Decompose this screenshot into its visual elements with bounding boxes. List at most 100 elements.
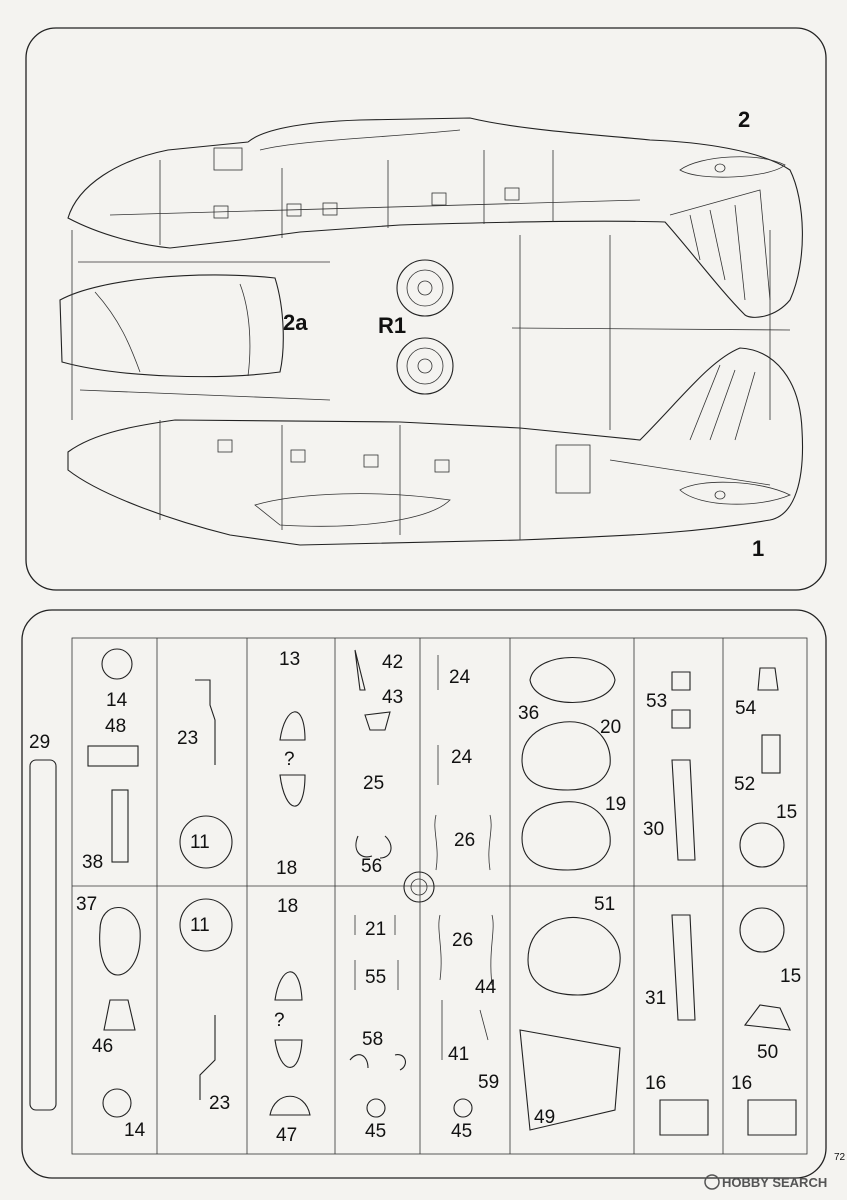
part-14-ring xyxy=(101,648,133,680)
label-55: 55 xyxy=(365,967,386,988)
label-16: 16 xyxy=(645,1073,666,1094)
part-53-seats xyxy=(671,671,691,729)
part-45-wheel xyxy=(366,1098,386,1118)
part-43 xyxy=(364,711,391,731)
label-24: 24 xyxy=(449,667,471,688)
part-49-floor xyxy=(519,1029,621,1131)
label-15: 15 xyxy=(776,802,797,823)
part-23-strut-b xyxy=(199,1015,216,1100)
label-26: 26 xyxy=(454,830,475,851)
lower-sprue: 13 14 48 29 23 ? 42 43 24 36 20 53 54 25… xyxy=(21,609,827,1179)
part-56 xyxy=(355,835,392,859)
cowl-half xyxy=(59,230,331,420)
label-29: 29 xyxy=(29,732,50,753)
sprue-gate xyxy=(403,871,435,903)
label-23-b: 23 xyxy=(209,1093,230,1114)
watermark-logo-icon xyxy=(704,1174,720,1190)
part-48-panel xyxy=(87,745,139,767)
part-24-26-rods xyxy=(434,655,492,871)
label-47: 47 xyxy=(276,1125,297,1146)
part-23-strut xyxy=(195,679,216,765)
label-53: 53 xyxy=(646,691,667,712)
label-cowl-half: 2a xyxy=(283,310,308,335)
label-14: 14 xyxy=(106,690,128,711)
label-45: 45 xyxy=(365,1121,386,1142)
label-20: 20 xyxy=(600,717,621,738)
label-43: 43 xyxy=(382,687,403,708)
part-54 xyxy=(757,667,779,691)
label-48: 48 xyxy=(105,716,126,737)
label-question-b: ? xyxy=(274,1010,285,1031)
label-30: 30 xyxy=(643,819,664,840)
part-canopy-b xyxy=(279,774,306,807)
part-30-strip xyxy=(671,759,696,861)
upper-sprue: 2 2a R1 xyxy=(25,27,827,591)
label-49: 49 xyxy=(534,1107,555,1128)
part-15-disk xyxy=(739,822,785,868)
label-54: 54 xyxy=(735,698,757,719)
label-24-b: 24 xyxy=(451,747,473,768)
part-47-dome xyxy=(269,1095,311,1116)
lower-sprue-frame xyxy=(21,609,827,1179)
part-41-44 xyxy=(441,1000,489,1060)
part-11-wheel-b xyxy=(179,898,233,952)
label-58: 58 xyxy=(362,1029,383,1050)
label-36: 36 xyxy=(518,703,539,724)
part-29-bar xyxy=(29,759,57,1111)
label-56: 56 xyxy=(361,856,382,877)
label-37: 37 xyxy=(76,894,97,915)
fuselage-half-left xyxy=(67,347,804,546)
part-11-wheel xyxy=(179,815,233,869)
label-26-b: 26 xyxy=(452,930,473,951)
part-38-strip xyxy=(111,789,129,863)
part-52-panel xyxy=(761,734,781,774)
label-50: 50 xyxy=(757,1042,778,1063)
label-11-b: 11 xyxy=(190,915,210,936)
label-engine-pair: R1 xyxy=(378,313,406,338)
watermark: HOBBY SEARCH xyxy=(704,1174,827,1190)
label-44: 44 xyxy=(475,977,497,998)
fuselage-half-right xyxy=(67,117,803,318)
label-fuselage-left: 1 xyxy=(752,536,764,561)
runner-columns xyxy=(156,638,724,1154)
part-50 xyxy=(743,1004,791,1031)
part-37-seat xyxy=(99,906,141,976)
label-14-b: 14 xyxy=(124,1120,146,1141)
part-51-panel xyxy=(527,916,621,996)
label-23: 23 xyxy=(177,728,198,749)
label-18: 18 xyxy=(276,858,297,879)
label-21: 21 xyxy=(365,919,386,940)
page-number: 72 xyxy=(834,1152,846,1163)
label-59: 59 xyxy=(478,1072,499,1093)
label-31: 31 xyxy=(645,988,666,1009)
part-16-block-b xyxy=(747,1099,797,1136)
label-13: 13 xyxy=(279,649,300,670)
part-canopy-d xyxy=(274,1039,303,1068)
part-20-bulkhead xyxy=(521,721,611,791)
part-36-floor xyxy=(529,656,616,704)
label-45-b: 45 xyxy=(451,1121,472,1142)
label-16-b: 16 xyxy=(731,1073,752,1094)
label-25: 25 xyxy=(363,773,384,794)
part-46-part xyxy=(103,999,136,1031)
part-21-55-sticks xyxy=(354,915,399,990)
part-19-bulkhead xyxy=(521,801,611,871)
part-58 xyxy=(349,1054,406,1071)
part-31-strip xyxy=(671,914,696,1021)
part-26-rods-b xyxy=(438,914,494,986)
label-38: 38 xyxy=(82,852,103,873)
part-42 xyxy=(354,649,366,691)
label-fuselage-right: 2 xyxy=(738,107,750,132)
part-14-ring-b xyxy=(102,1088,132,1118)
label-51: 51 xyxy=(594,894,615,915)
label-41: 41 xyxy=(448,1044,469,1065)
part-canopy-c xyxy=(274,971,303,1001)
label-46: 46 xyxy=(92,1036,113,1057)
part-45-wheel-b xyxy=(453,1098,473,1118)
watermark-text: HOBBY SEARCH xyxy=(722,1175,827,1190)
label-18-b: 18 xyxy=(277,896,298,917)
part-15-disk-b xyxy=(739,907,785,953)
runner-frame xyxy=(71,637,808,1155)
label-19: 19 xyxy=(605,794,626,815)
